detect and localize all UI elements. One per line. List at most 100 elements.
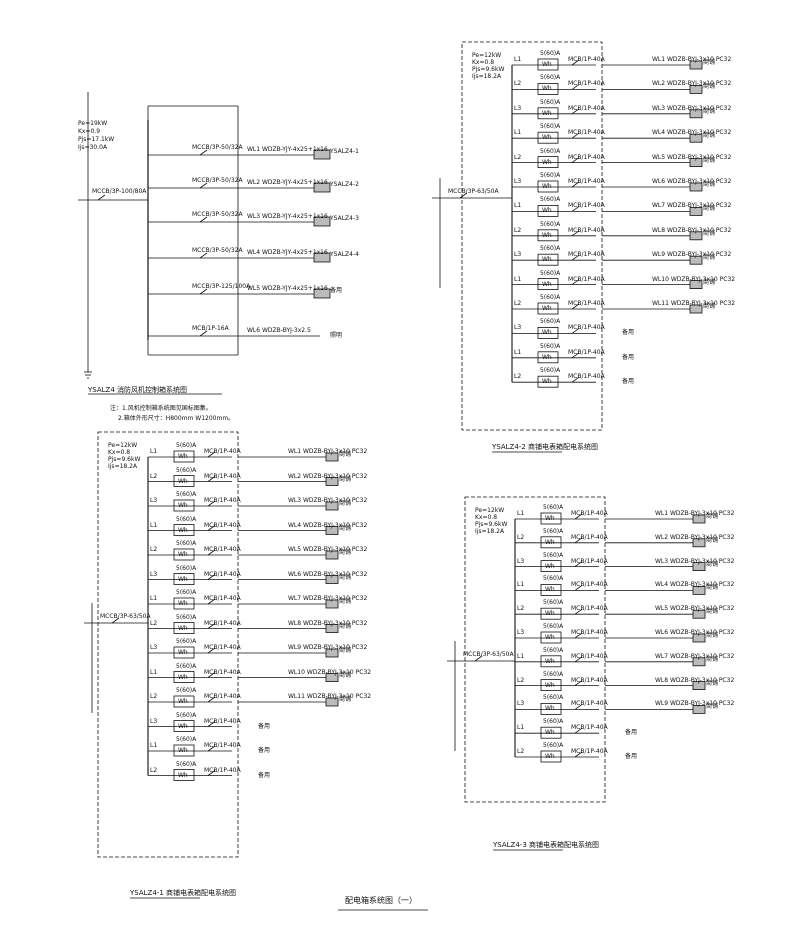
- panel2-load-box: [689, 109, 703, 119]
- panel4-row-load: 备用: [625, 753, 638, 760]
- panel4-load-box: [692, 609, 706, 619]
- panel3-row-load: 商铺: [339, 647, 352, 654]
- panel2-load-box: [689, 304, 703, 314]
- panel2-param: Kx=0.8: [472, 59, 495, 66]
- panel4-row-meter: 5(60)A: [543, 551, 564, 559]
- panel4-load-box: [692, 657, 706, 667]
- panel3-meter-unit: Wh: [178, 526, 188, 534]
- panel4-row-breaker: MCB/1P-40A: [571, 533, 608, 541]
- panel2-row-breaker-symbol: [571, 84, 580, 90]
- panel2-load-box: [689, 182, 703, 192]
- panel2-meter-box: [537, 375, 559, 388]
- panel3-load-box: [325, 648, 339, 658]
- panel3-row-cable: WL5 WDZB-BYJ-3x10 PC32: [288, 546, 368, 553]
- panel3-meter-unit: Wh: [178, 747, 188, 754]
- panel2-load-box: [689, 206, 703, 216]
- panel2-row-cable: WL8 WDZB-BYJ-3x10 PC32: [652, 226, 732, 234]
- panel2-row-cable: WL11 WDZB-BYJ-3x10 PC32: [652, 300, 736, 307]
- panel2-row-phase: L1: [514, 129, 522, 137]
- panel3-row-breaker: MCB/1P-40A: [204, 595, 241, 602]
- panel3-meter-box: [173, 695, 195, 708]
- panel4-row-breaker-symbol: [574, 632, 583, 639]
- panel4-meter-box: [540, 703, 562, 715]
- panel4-row-cable: WL6 WDZB-BYJ-3x10 PC32: [655, 629, 735, 636]
- panel3-row-load: 商铺: [339, 598, 352, 605]
- panel3-meter-unit: Wh: [178, 477, 188, 485]
- panel2-meter-unit: Wh: [542, 183, 552, 190]
- panel2-meter-box: [537, 107, 559, 120]
- panel2-row-phase: L2: [514, 80, 522, 88]
- panel2-row-meter: 5(60)A: [540, 74, 561, 82]
- panel2-meter-unit: Wh: [542, 85, 552, 93]
- panel1-incoming-breaker-symbol: [97, 194, 106, 201]
- panel3-row-meter: 5(60)A: [176, 687, 197, 694]
- panel1-branch-cable: WL6 WDZB-BYJ-3x2.5: [247, 327, 311, 334]
- panel1-load-box: [313, 216, 331, 227]
- panel2-row-load: 商铺: [703, 229, 716, 237]
- panel2-load-box: [689, 280, 703, 290]
- panel3-row-breaker-symbol: [207, 696, 216, 703]
- panel4-row-load: 商铺: [706, 655, 719, 663]
- panel1-branch-breaker-symbol: [199, 330, 208, 337]
- panel4-row-meter: 5(60)A: [543, 670, 564, 678]
- panel4-meter-unit: Wh: [545, 729, 555, 737]
- panel1-branch-breaker: MCCB/3P-50/32A: [192, 247, 243, 254]
- panel3-row-cable: WL11 WDZB-BYJ-3x10 PC32: [288, 693, 372, 700]
- panel3-row-cable: WL6 WDZB-BYJ-3x10 PC32: [288, 570, 368, 578]
- panel2-meter-unit: Wh: [542, 231, 552, 239]
- panel3-row-cable: WL10 WDZB-BYJ-3x10 PC32: [288, 668, 372, 676]
- panel3-row-breaker-symbol: [207, 623, 216, 629]
- panel2-meter-box: [537, 131, 559, 144]
- panel3-row-load: 商铺: [339, 475, 352, 483]
- panel3-row-breaker-symbol: [207, 525, 216, 531]
- panel2-row-breaker-symbol: [571, 328, 580, 334]
- panel1-load-box: [313, 252, 331, 263]
- panel2-row-phase: L2: [514, 153, 522, 161]
- panel2-load-box: [689, 158, 703, 168]
- panel1-param: Ijs=30.0A: [78, 144, 108, 151]
- panel3-row-meter: 5(60)A: [176, 711, 197, 719]
- panel3-row-load: 备用: [258, 747, 271, 754]
- panel2-row-meter: 5(60)A: [540, 367, 561, 375]
- panel3-row-breaker: MCB/1P-40A: [204, 448, 241, 455]
- panel3-row-meter: 5(60)A: [176, 613, 197, 621]
- panel4-row-phase: L3: [517, 700, 525, 708]
- panel2-row-phase: L1: [514, 275, 522, 283]
- panel1-note: 注：1.风机控制箱系统图见国标图集。: [110, 405, 212, 412]
- panel3-meter-unit: Wh: [178, 551, 188, 558]
- panel2-row-breaker: MCB/1P-40A: [568, 275, 605, 283]
- panel3-param: Kx=0.8: [108, 449, 131, 456]
- panel2-meter-unit: Wh: [542, 305, 552, 312]
- panel3-meter-box: [173, 499, 195, 512]
- panel4-meter-unit: Wh: [545, 586, 555, 594]
- panel3-meter-box: [173, 475, 195, 487]
- panel3-meter-unit: Wh: [178, 600, 188, 607]
- panel3-row-breaker: MCB/1P-40A: [204, 497, 241, 504]
- panel2-row-phase: L3: [514, 324, 522, 332]
- panel3-meter-box: [173, 450, 195, 463]
- panel3-row-breaker: MCB/1P-40A: [204, 693, 241, 700]
- panel2-meter-unit: Wh: [542, 378, 552, 386]
- panel4-row-breaker: MCB/1P-40A: [571, 652, 608, 660]
- panel3-param: Ijs=18.2A: [108, 463, 138, 470]
- panel4-param: Kx=0.8: [475, 514, 498, 521]
- panel1-incoming-breaker: MCCB/3P-100/80A: [92, 188, 147, 195]
- panel3-row-cable: WL8 WDZB-BYJ-3x10 PC32: [288, 619, 368, 627]
- panel2-row-meter: 5(60)A: [540, 172, 561, 179]
- panel3-row-meter: 5(60)A: [176, 736, 197, 743]
- panel3-row-meter: 5(60)A: [176, 491, 197, 498]
- panel3-meter-unit: Wh: [178, 624, 188, 632]
- panel3-row-breaker-symbol: [207, 647, 216, 654]
- panel3-row-meter: 5(60)A: [176, 760, 197, 768]
- panel3-meter-box: [173, 573, 195, 585]
- panel3-row-breaker-symbol: [207, 476, 216, 482]
- panel2-row-load: 备用: [622, 329, 635, 337]
- panel3-row-breaker-symbol: [207, 745, 216, 752]
- panel4-meter-box: [540, 512, 562, 525]
- panel3-row-meter: 5(60)A: [176, 662, 197, 670]
- panel3-row-phase: L3: [150, 644, 158, 651]
- panel2-row-phase: L3: [514, 251, 522, 259]
- panel2-row-breaker: MCB/1P-40A: [568, 178, 605, 185]
- panel2-row-meter: 5(60)A: [540, 342, 561, 350]
